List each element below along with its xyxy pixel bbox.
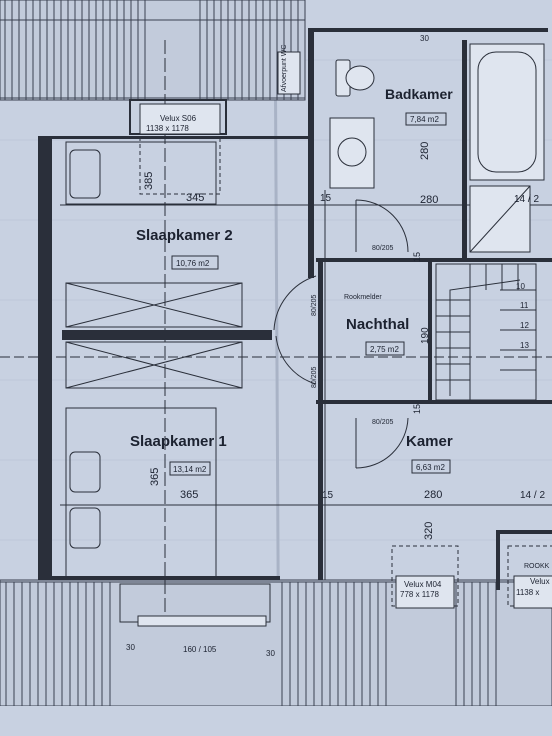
washbasin xyxy=(329,117,375,189)
door-d4: 80/205 xyxy=(372,419,394,426)
nachthal-name: Nachthal xyxy=(346,316,409,333)
bed-2 xyxy=(65,141,217,205)
slaapkamer1-area: 13,14 m2 xyxy=(173,465,207,474)
kamer-name: Kamer xyxy=(406,433,453,450)
velux-bottom-right-label: Velux xyxy=(530,577,550,586)
shower xyxy=(469,185,531,253)
roof-hatch-bottom xyxy=(0,579,552,711)
badkamer-name: Badkamer xyxy=(385,86,453,102)
rookk-label: ROOKK xyxy=(524,563,550,570)
velux-bottom-mid-size: 778 x 1178 xyxy=(400,590,440,599)
wardrobe-crosses xyxy=(65,282,243,389)
bed-1 xyxy=(65,407,217,579)
door-d1: 80/205 xyxy=(372,245,394,252)
kamer-dim-v: 320 xyxy=(423,522,435,540)
stair-step-13: 13 xyxy=(520,341,529,350)
rookmelder-label: Rookmelder xyxy=(344,294,382,301)
bottom-left-window xyxy=(119,583,271,627)
dim-30-b: 30 xyxy=(266,649,275,658)
stair-step-11: 11 xyxy=(520,301,529,310)
slaapkamer1-dim-v: 365 xyxy=(149,468,161,486)
staircase xyxy=(435,263,537,401)
badkamer-dim: 280 xyxy=(419,142,431,160)
slaapkamer2-dim-v: 385 xyxy=(143,172,155,190)
slaapkamer1-dim-h: 365 xyxy=(180,489,198,501)
velux-top-label: Velux S06 xyxy=(160,114,197,123)
kamer-dim-h: 280 xyxy=(424,489,442,501)
stair-step-10: 10 xyxy=(516,282,525,291)
dim-30-c: 30 xyxy=(420,34,429,43)
velux-bottom-right-size: 1138 x xyxy=(516,588,539,597)
bathtub xyxy=(469,43,545,181)
slaapkamer2-area: 10,76 m2 xyxy=(176,259,210,268)
badkamer-area: 7,84 m2 xyxy=(410,115,439,124)
roof-hatch-top xyxy=(0,0,306,101)
slaapkamer1-name: Slaapkamer 1 xyxy=(130,433,227,450)
dim-15-a: 15 xyxy=(320,193,332,204)
velux-bottom-right xyxy=(507,545,552,609)
door-160: 160 / 105 xyxy=(183,645,217,654)
nachthal-dim: 190 xyxy=(420,327,431,344)
dim-15-d: 15 xyxy=(322,490,334,501)
door-d2: 80/205 xyxy=(311,294,318,316)
afvoer-label: Afvoerpunt WC xyxy=(281,45,288,92)
dim-30-a: 30 xyxy=(126,643,135,652)
door-d3: 80/205 xyxy=(311,366,318,388)
stair-step-12: 12 xyxy=(520,321,529,330)
dim-15-b: 15 xyxy=(412,252,422,262)
slaapkamer2-name: Slaapkamer 2 xyxy=(136,227,233,244)
toilet xyxy=(335,59,375,97)
velux-top-size: 1138 x 1178 xyxy=(146,124,189,133)
dim-280-b: 280 xyxy=(420,194,438,206)
door-arcs xyxy=(273,199,409,469)
nachthal-area: 2,75 m2 xyxy=(370,345,399,354)
dim-15-c: 15 xyxy=(412,404,422,414)
velux-top-window xyxy=(129,99,227,195)
kamer-area: 6,63 m2 xyxy=(416,463,445,472)
dim-14-a: 14 / 2 xyxy=(514,194,539,205)
velux-bottom-mid xyxy=(391,545,459,609)
velux-bottom-mid-label: Velux M04 xyxy=(404,580,442,589)
slaapkamer2-dim-h: 345 xyxy=(186,192,204,204)
dim-14-b: 14 / 2 xyxy=(520,490,545,501)
